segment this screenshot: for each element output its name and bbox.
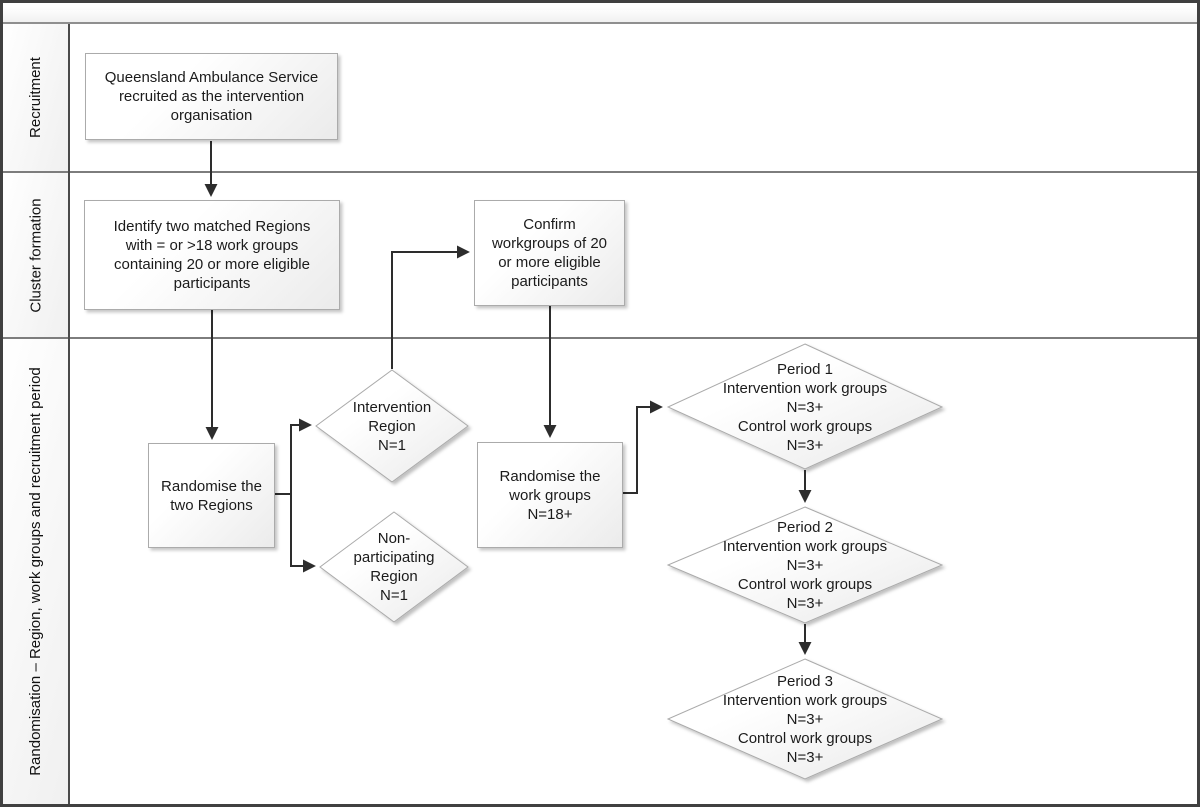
period1-text: Period 1 Intervention work groups N=3+ C… [722, 360, 888, 454]
confirm-workgroups-text: Confirm workgroups of 20 or more eligibl… [491, 216, 608, 290]
non-participating-region-label: Non- participating Region N=1 [314, 513, 474, 621]
period1-label: Period 1 Intervention work groups N=3+ C… [665, 351, 945, 463]
period3-label: Period 3 Intervention work groups N=3+ C… [665, 663, 945, 775]
period2-diamond [666, 506, 944, 624]
arrow-workgroups-to-period1 [623, 400, 663, 494]
lane-divider [3, 337, 1197, 339]
arrow-intervention-to-confirm [391, 245, 470, 369]
lane-divider [3, 171, 1197, 173]
period3-diamond [666, 658, 944, 780]
lane-recruitment: Recruitment [3, 24, 68, 171]
lane-cluster-formation: Cluster formation [3, 173, 68, 337]
period2-label: Period 2 Intervention work groups N=3+ C… [665, 509, 945, 621]
identify-regions-box: Identify two matched Regions with = or >… [84, 200, 340, 310]
randomise-regions-box: Randomise the two Regions [148, 443, 275, 548]
period2-text: Period 2 Intervention work groups N=3+ C… [722, 518, 888, 612]
lane-randomisation: Randomisation – Region, work groups and … [3, 339, 68, 804]
intervention-region-text: Intervention Region N=1 [352, 398, 432, 454]
header-band [3, 3, 1197, 24]
label-column-divider [68, 24, 70, 804]
randomise-regions-text: Randomise the two Regions [161, 477, 262, 514]
identify-regions-text: Identify two matched Regions with = or >… [113, 218, 311, 292]
randomise-workgroups-text: Randomise the work groups N=18+ [499, 467, 601, 523]
randomise-workgroups-box: Randomise the work groups N=18+ [477, 442, 623, 548]
arrow-to-intervention-region [275, 418, 312, 495]
qas-recruited-box: Queensland Ambulance Service recruited a… [85, 53, 338, 140]
arrow-to-non-participating-region [290, 494, 316, 573]
confirm-workgroups-box: Confirm workgroups of 20 or more eligibl… [474, 200, 625, 306]
non-participating-region-text: Non- participating Region N=1 [353, 530, 435, 604]
period3-text: Period 3 Intervention work groups N=3+ C… [722, 672, 888, 766]
intervention-region-label: Intervention Region N=1 [312, 376, 472, 476]
intervention-region-diamond [315, 369, 469, 483]
period1-diamond [666, 343, 944, 470]
non-participating-region-diamond [319, 511, 469, 623]
qas-recruited-text: Queensland Ambulance Service recruited a… [104, 69, 319, 124]
